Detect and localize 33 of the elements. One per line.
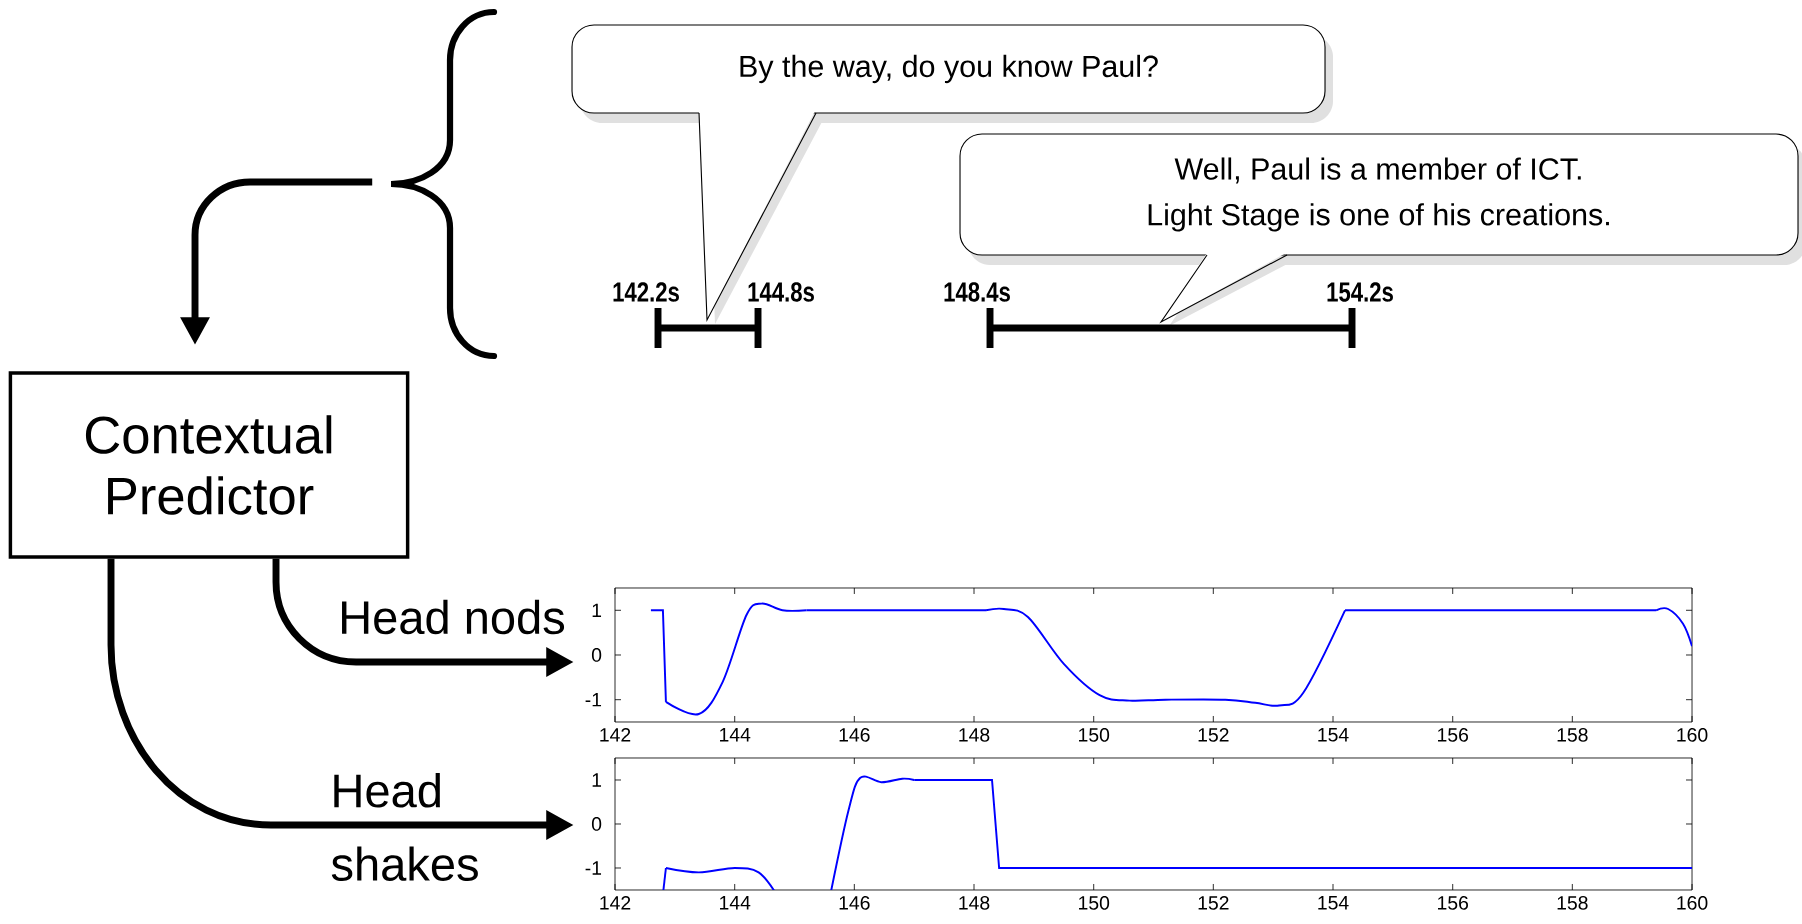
edge-label: Head nods xyxy=(335,596,569,638)
tick-label: 146 xyxy=(839,728,870,742)
tick-label: 160 xyxy=(1677,728,1708,742)
time-label: 144.8s xyxy=(748,282,814,302)
line-chart xyxy=(614,587,1693,723)
tick-label: 160 xyxy=(1677,896,1708,910)
tick-label: -1 xyxy=(585,693,602,707)
tick-label: 152 xyxy=(1198,728,1229,742)
tick-label: 1 xyxy=(592,603,602,617)
tick-label: 0 xyxy=(591,817,602,831)
tick-label: 148 xyxy=(959,728,990,742)
edge-label: Head shakes xyxy=(331,773,478,881)
tick-label: 144 xyxy=(720,896,751,910)
tick-label: 150 xyxy=(1079,896,1110,910)
time-label: 142.2s xyxy=(613,282,679,302)
tick-label: 154 xyxy=(1318,896,1349,910)
tick-label: 0 xyxy=(591,648,602,662)
tick-label: 142 xyxy=(600,728,631,742)
tick-label: -1 xyxy=(585,861,602,875)
tick-label: 1 xyxy=(592,773,602,787)
tick-label: 156 xyxy=(1438,896,1468,910)
tick-label: 158 xyxy=(1557,896,1588,910)
tick-label: 152 xyxy=(1198,896,1229,910)
tick-label: 146 xyxy=(839,896,870,910)
line-chart xyxy=(614,757,1693,891)
tick-label: 142 xyxy=(600,896,631,910)
tick-label: 154 xyxy=(1318,728,1349,742)
tick-label: 148 xyxy=(959,896,990,910)
tick-label: 150 xyxy=(1079,728,1110,742)
tick-label: 156 xyxy=(1438,728,1468,742)
tick-label: 158 xyxy=(1557,728,1588,742)
process-box: Contextual Predictor xyxy=(8,371,410,559)
tick-label: 144 xyxy=(720,728,751,742)
